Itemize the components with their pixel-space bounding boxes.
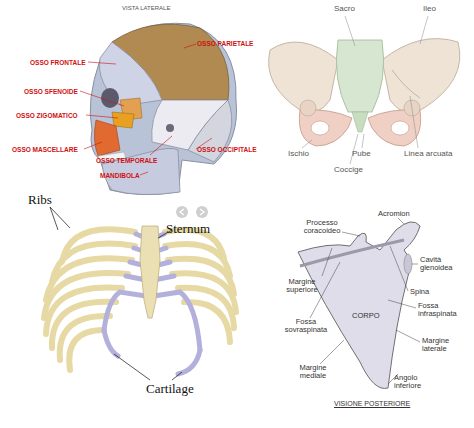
part-label: Pube: [352, 150, 371, 159]
ribcage-illustration-part-part: [114, 354, 150, 380]
part-label: Coccige: [334, 166, 363, 175]
part-label: VISTA LATERALE: [122, 5, 170, 12]
skull-illustration-part-part: [140, 172, 148, 175]
part-label: Ileo: [423, 5, 436, 14]
skull-illustration-part-part: [86, 115, 118, 118]
part-label: Linea arcuata: [404, 150, 452, 159]
ribcage-illustration: [44, 206, 236, 380]
part-label: OSSO MASCELLARE: [12, 146, 78, 153]
pelvis-illustration-part: [336, 40, 383, 112]
skull-illustration-part-part: [150, 136, 172, 155]
part-label: OSSO PARIETALE: [197, 40, 253, 47]
skull-illustration-part-part: [84, 142, 102, 149]
part-label: Margine superiore: [278, 278, 326, 295]
skull-illustration-part-part: [88, 62, 116, 64]
pelvis-illustration-part: [382, 39, 460, 113]
ribcage-illustration-part: [140, 226, 160, 318]
skull-illustration-part: [80, 44, 212, 175]
part-label: Sacro: [334, 5, 355, 14]
part-label: Margine mediale: [292, 364, 334, 381]
part-label: OSSO FRONTALE: [30, 59, 86, 66]
part-label: Ribs: [28, 193, 52, 207]
part-label: OSSO OCCIPITALE: [197, 146, 256, 153]
part-label: Angolo inferiore: [394, 374, 440, 391]
part-label: Fossa sovraspinata: [282, 318, 330, 335]
ribcage-illustration-part: [180, 209, 184, 215]
skull-illustration-part-part: [80, 91, 124, 106]
part-label: Cartilage: [146, 382, 194, 396]
skull-illustration-part-part: [184, 44, 196, 48]
scapula-illustration-part-part: [396, 330, 420, 342]
skull-illustration: [80, 23, 237, 194]
scapula-illustration-part-part: [390, 246, 408, 291]
part-label: OSSO ZIGOMATICO: [16, 112, 78, 119]
scapula-illustration-part-part: [320, 340, 344, 364]
ribcage-illustration-part-part: [104, 292, 146, 330]
skull-illustration-part: [166, 124, 174, 132]
scapula-illustration-part: [300, 240, 404, 266]
pelvis-illustration-part: [352, 112, 368, 132]
ribcage-illustration-part: [44, 229, 236, 370]
ribcage-illustration-part-part: [69, 330, 104, 370]
part-label: Margine laterale: [422, 337, 468, 354]
scapula-illustration-part-part: [342, 232, 360, 236]
pelvis-illustration: [269, 16, 460, 164]
ribcage-illustration-part-part: [178, 350, 200, 374]
pelvis-illustration-part-part: [410, 96, 418, 148]
part-label: Sternum: [166, 222, 210, 236]
part-label: Processo coracoideo: [296, 219, 348, 236]
pelvis-illustration-part-part: [420, 16, 428, 44]
scapula-illustration-part-part: [388, 300, 416, 308]
part-label: Ischio: [288, 150, 309, 159]
part-label: CORPO: [352, 312, 380, 320]
pelvis-illustration-part: [302, 16, 428, 164]
pelvis-illustration-part: [391, 121, 409, 135]
pelvis-illustration-part: [311, 121, 329, 135]
ribcage-illustration-part-part: [50, 207, 70, 228]
pelvis-illustration-part-part: [350, 134, 358, 164]
pelvis-illustration-part: [300, 100, 316, 116]
scapula-illustration-part: [404, 254, 412, 274]
part-label: OSSO TEMPORALE: [96, 157, 157, 164]
scapula-illustration-part: [310, 218, 420, 384]
skull-illustration-part: [152, 100, 228, 150]
part-label: Acromion: [378, 210, 410, 218]
part-label: VISIONE POSTERIORE: [334, 400, 410, 408]
scapula-illustration-part-part: [412, 264, 418, 265]
part-label: MANDIBOLA: [100, 172, 140, 179]
ribcage-illustration-part-part: [104, 330, 118, 356]
ribcage-illustration-part: [196, 206, 208, 218]
scapula-illustration-part-part: [398, 218, 404, 224]
skull-illustration-part: [90, 23, 236, 194]
pelvis-illustration-part-part: [362, 134, 364, 148]
ribcage-illustration-part-part: [50, 207, 58, 230]
part-label: OSSO SFENOIDE: [24, 88, 78, 95]
ribcage-illustration-part: [50, 207, 182, 380]
part-label: Cavità glenoidea: [420, 256, 466, 273]
scapula-illustration: [298, 218, 420, 388]
scapula-illustration-part-part: [322, 248, 332, 276]
ribcage-illustration-part: [200, 209, 204, 215]
skull-illustration-part: [102, 148, 180, 194]
pelvis-illustration-part-part: [302, 140, 312, 148]
ribcage-illustration-part-part: [154, 292, 200, 350]
ribcage-illustration-part-part: [172, 372, 182, 380]
pelvis-illustration-part-part: [345, 16, 355, 46]
ribcage-illustration-part: [176, 206, 188, 218]
part-label: Fossa infraspinata: [418, 302, 470, 319]
skull-illustration-part: [94, 120, 120, 156]
part-label: Spina: [410, 288, 429, 296]
pelvis-illustration-part: [392, 70, 420, 98]
skull-illustration-part: [101, 88, 119, 108]
